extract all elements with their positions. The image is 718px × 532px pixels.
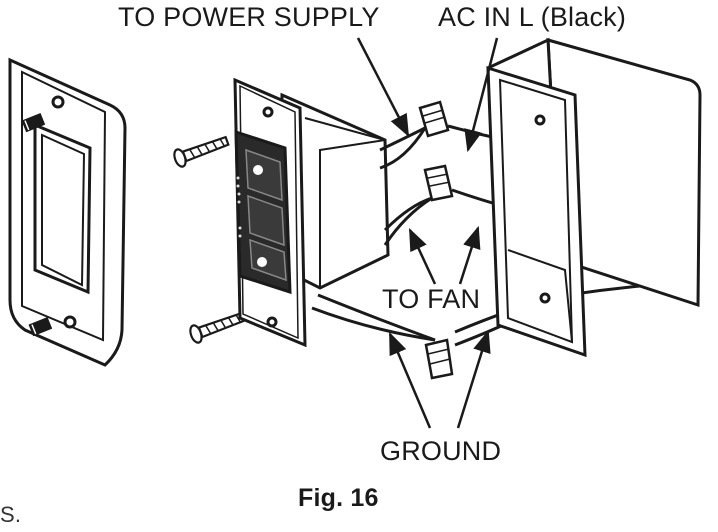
wall-control-device xyxy=(233,77,390,348)
label-to-power-supply: TO POWER SUPPLY xyxy=(118,2,380,32)
junction-box xyxy=(486,37,702,358)
figure-caption: Fig. 16 xyxy=(298,484,379,512)
label-ground: GROUND xyxy=(380,436,502,466)
plate-screws xyxy=(21,112,53,337)
edge-text-fragment: S. xyxy=(0,502,22,527)
wire-nuts xyxy=(418,100,454,380)
label-to-fan: TO FAN xyxy=(382,284,481,314)
device-screws xyxy=(173,135,246,344)
label-ac-in-l-black: AC IN L (Black) xyxy=(438,2,627,32)
wall-plate xyxy=(8,57,127,367)
callout-arrows xyxy=(356,37,499,429)
